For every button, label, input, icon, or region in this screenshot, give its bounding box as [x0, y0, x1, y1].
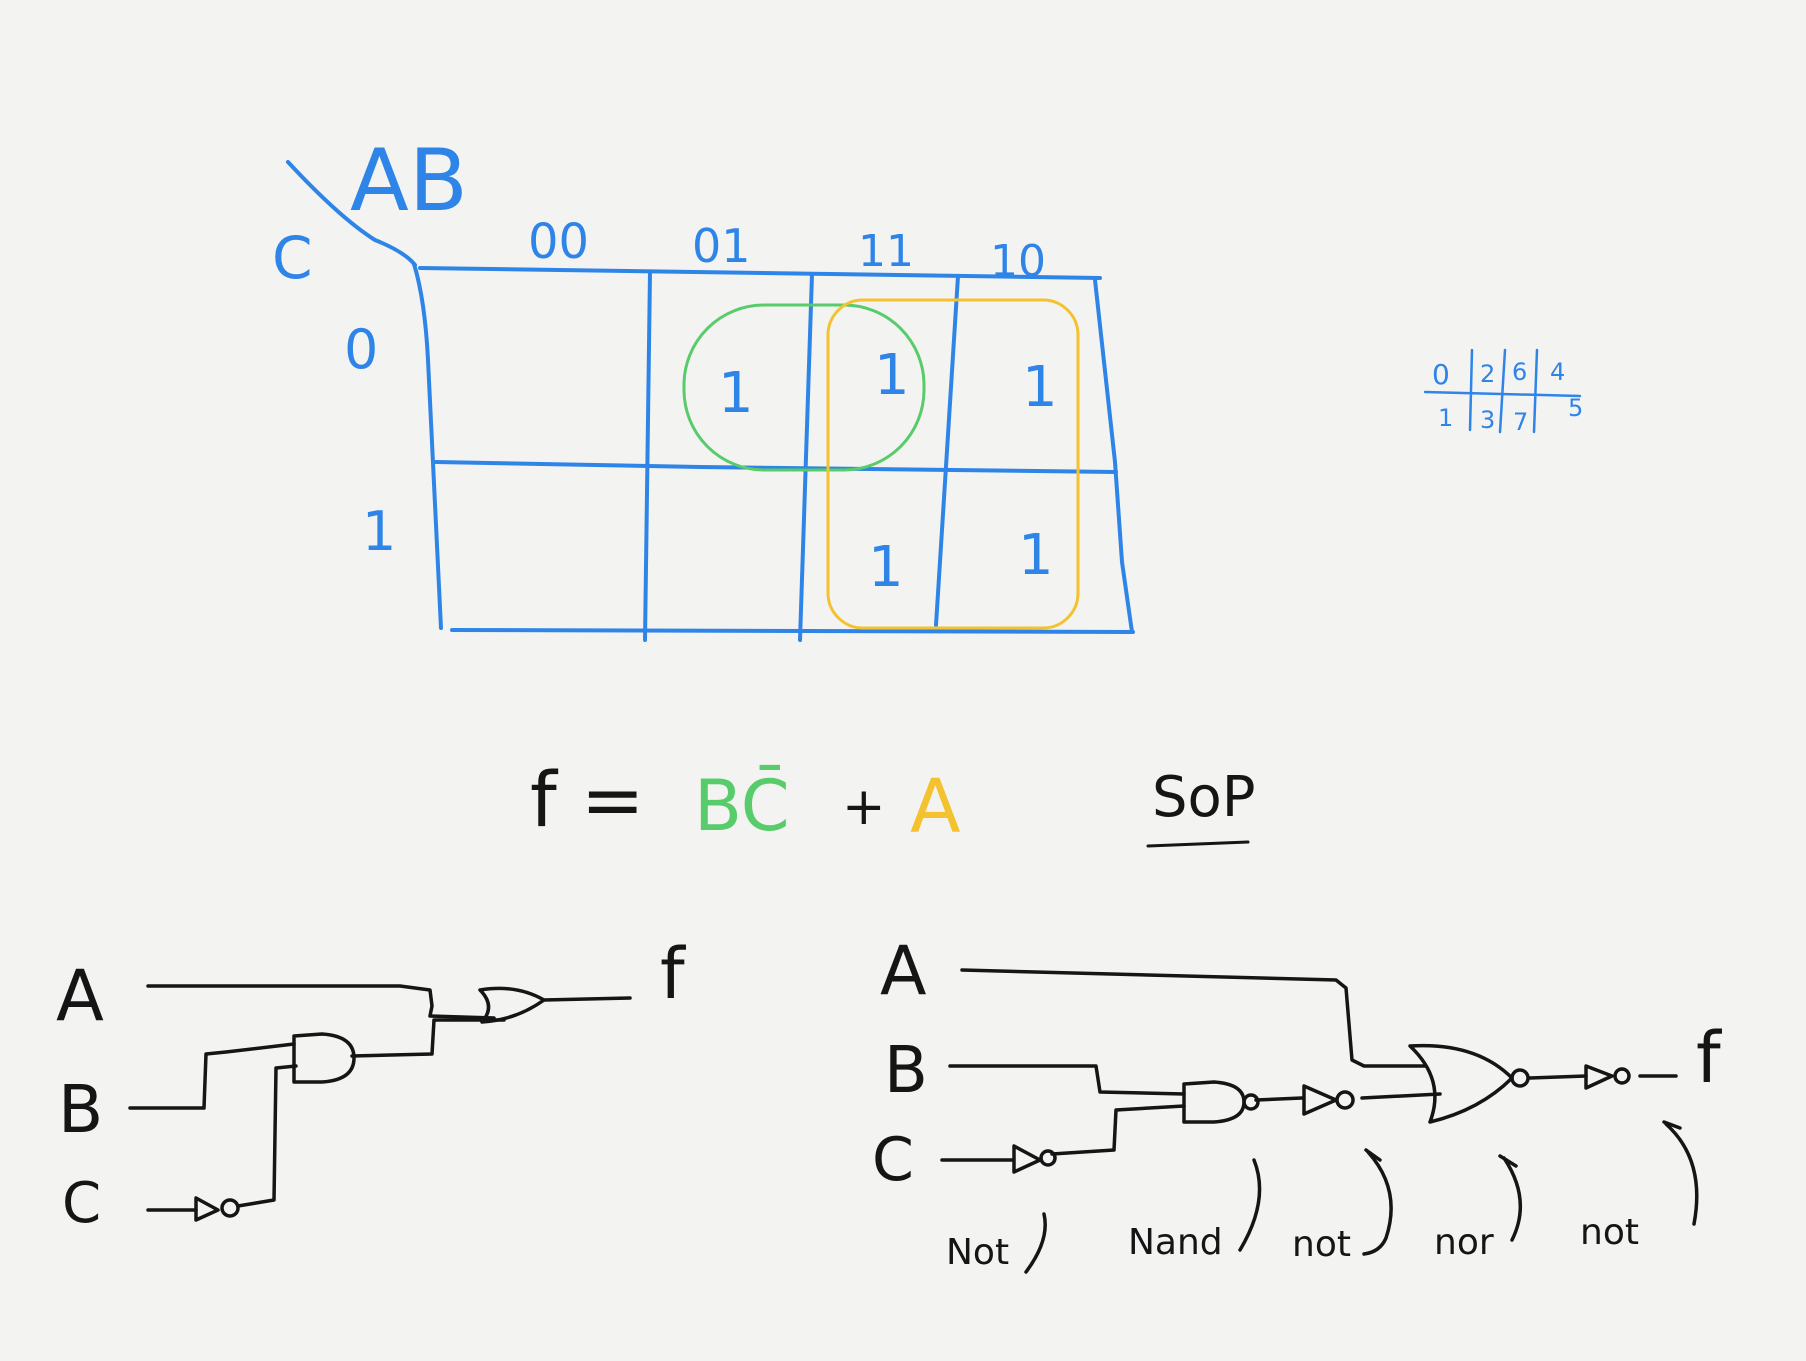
kmap-row-header-1: 1	[362, 500, 396, 563]
right-nand-bubble	[1242, 1093, 1260, 1111]
right-wire-b	[948, 1064, 1186, 1096]
right-wire-nor-not	[1528, 1074, 1588, 1080]
left-input-b: B	[58, 1071, 103, 1148]
left-or-gate	[478, 986, 546, 1024]
annotation-not-2: not	[1292, 1224, 1351, 1265]
left-not-bubble	[220, 1198, 240, 1218]
kmap-cell-r0c2: 1	[874, 343, 910, 408]
index-note-bottom-2: 7	[1513, 408, 1528, 436]
green-group-loop	[682, 303, 926, 472]
right-nor-bubble	[1510, 1068, 1530, 1088]
right-input-a: A	[880, 932, 927, 1011]
annotation-not-3: not	[1580, 1212, 1639, 1253]
circuit-left: A B C f	[56, 933, 686, 1236]
index-note-top-1: 2	[1480, 360, 1495, 388]
index-note-grid	[1423, 348, 1582, 434]
index-note-bottom-0: 1	[1438, 404, 1453, 432]
right-nand-gate	[1182, 1080, 1246, 1124]
yellow-group-loop	[826, 298, 1080, 630]
equation-plus: +	[842, 777, 886, 837]
kmap-left-border	[412, 262, 443, 630]
equation-lhs: f =	[530, 755, 645, 844]
index-note-bottom-1: 3	[1480, 406, 1495, 434]
right-not-bubble-1	[1335, 1090, 1355, 1110]
left-and-gate	[292, 1032, 356, 1084]
left-wire-c2	[236, 1064, 298, 1208]
kmap-cell-r1c2: 1	[868, 535, 904, 600]
left-wire-b	[128, 1042, 296, 1110]
index-note-top-0: 0	[1432, 358, 1450, 391]
right-not-gate-c	[1012, 1144, 1042, 1174]
annotation-arrow-nand	[1238, 1158, 1262, 1252]
kmap-middle-row-line	[434, 460, 1118, 474]
left-input-c: C	[62, 1171, 101, 1236]
kmap-col-line-1	[643, 270, 652, 642]
right-output-f: f	[1696, 1017, 1722, 1099]
annotation-nor: nor	[1434, 1222, 1494, 1263]
kmap-col-header-00: 00	[528, 214, 589, 270]
annotation-not-1: Not	[946, 1232, 1009, 1273]
kmap-corner-diagonal	[286, 160, 417, 267]
kmap-col-header-10: 10	[990, 236, 1046, 287]
kmap-index-note: 0 2 6 4 1 3 7 5	[1423, 348, 1583, 436]
right-wire-c2	[1050, 1104, 1186, 1156]
annotation-arrow-nor	[1498, 1154, 1523, 1242]
index-note-bottom-3: 5	[1568, 394, 1583, 422]
annotation-arrow-not-3	[1662, 1120, 1699, 1226]
kmap-col-header-11: 11	[858, 226, 914, 277]
left-not-gate	[194, 1196, 220, 1222]
kmap-right-border	[1093, 278, 1134, 634]
kmap-row-var: C	[272, 224, 313, 292]
kmap-cell-r1c3: 1	[1018, 523, 1054, 588]
annotation-arrow-not-2	[1362, 1148, 1393, 1256]
circuit-right: A B C f Not Nand not nor not	[872, 932, 1722, 1274]
kmap-col-line-2	[798, 272, 814, 642]
kmap-bottom-border	[450, 628, 1135, 634]
right-not-bubble-c	[1039, 1149, 1057, 1167]
right-nor-gate	[1408, 1043, 1514, 1124]
sop-underline	[1146, 840, 1250, 848]
annotation-arrow-not-1	[1024, 1212, 1047, 1274]
left-wire-out	[542, 996, 632, 1002]
left-input-a: A	[56, 955, 104, 1037]
annotation-nand: Nand	[1128, 1222, 1223, 1263]
right-wire-not-nor	[1360, 1092, 1442, 1100]
right-input-c: C	[872, 1125, 914, 1195]
right-not-gate-2	[1584, 1064, 1614, 1090]
kmap-col-line-3	[934, 274, 960, 627]
kmap-labels: AB C 00 01 11 10 0 1 1 1 1 1 1	[272, 131, 1058, 600]
right-input-b: B	[884, 1034, 928, 1108]
kmap-row-header-0: 0	[344, 318, 378, 381]
right-wire-a	[960, 968, 1428, 1068]
kmap-col-vars: AB	[350, 131, 468, 231]
left-output-f: f	[660, 933, 686, 1015]
kmap-top-border	[418, 266, 1102, 280]
right-not-gate-1	[1302, 1084, 1338, 1116]
kmap-cell-r0c3: 1	[1022, 355, 1058, 420]
kmap-col-header-01: 01	[692, 219, 751, 273]
right-not-bubble-2	[1613, 1067, 1631, 1085]
equation-term-a: A	[910, 764, 961, 850]
left-wire-a	[146, 984, 496, 1020]
index-note-top-3: 4	[1550, 358, 1565, 386]
index-note-top-2: 6	[1512, 358, 1527, 386]
left-wire-and-out	[350, 1018, 506, 1058]
kmap-cell-r0c1: 1	[718, 361, 754, 426]
karnaugh-map	[286, 160, 1135, 642]
equation-term-bc: BC̄	[694, 764, 790, 847]
equation: f = BC̄ + A SoP	[530, 755, 1256, 850]
right-wire-nand-not	[1254, 1096, 1304, 1102]
sop-label: SoP	[1152, 765, 1256, 830]
